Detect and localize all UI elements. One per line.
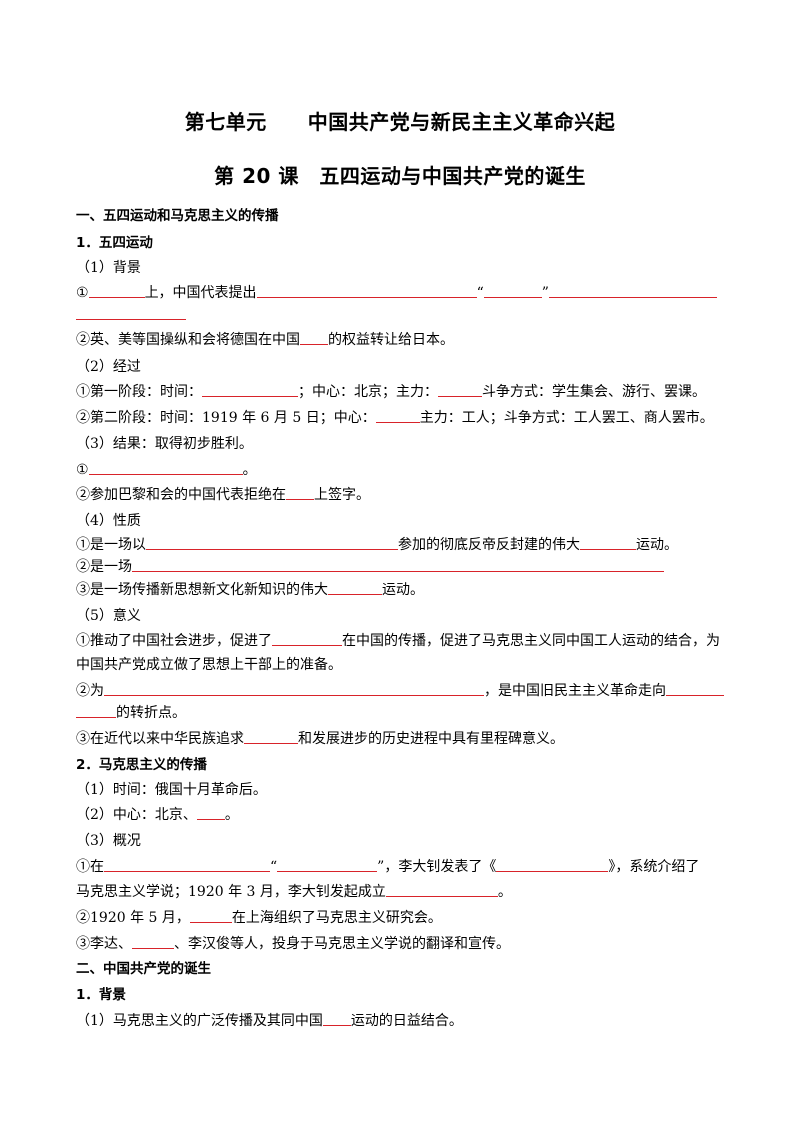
subsection-may-fourth: 1．五四运动	[76, 235, 153, 251]
fill-blank[interactable]	[322, 1011, 351, 1026]
fill-blank[interactable]	[666, 681, 724, 696]
fill-blank[interactable]	[132, 934, 174, 949]
fill-blank[interactable]	[132, 557, 664, 572]
fill-blank[interactable]	[196, 805, 225, 820]
fill-blank[interactable]	[328, 580, 382, 595]
background-item-2: ②英、美等国操纵和会将德国在中国的权益转让给日本。	[76, 330, 454, 348]
overview-item-1: ①在“”，李大钊发表了《》，系统介绍了	[76, 857, 700, 875]
fill-blank[interactable]	[202, 382, 298, 397]
overview-item-2: ②1920 年 5 月，在上海组织了马克思主义研究会。	[76, 908, 442, 926]
significance-item-1-cont: 中国共产党成立做了思想上干部上的准备。	[76, 657, 342, 673]
fill-blank[interactable]	[76, 305, 186, 320]
significance-label: （5）意义	[76, 608, 141, 624]
result-item-1: ①。	[76, 460, 257, 478]
fill-blank[interactable]	[88, 283, 145, 298]
fill-blank[interactable]	[88, 460, 243, 475]
fill-blank[interactable]	[286, 485, 314, 500]
unit-title: 第七单元 中国共产党与新民主主义革命兴起	[184, 110, 616, 134]
fill-blank[interactable]	[496, 857, 609, 872]
nature-item-1: ①是一场以参加的彻底反帝反封建的伟大运动。	[76, 535, 678, 553]
lesson-title: 第 20 课 五四运动与中国共产党的诞生	[214, 164, 586, 188]
fill-blank[interactable]	[277, 857, 378, 872]
fill-blank[interactable]	[256, 283, 477, 298]
fill-blank[interactable]	[438, 382, 482, 397]
fill-blank[interactable]	[76, 703, 116, 718]
background-label: （1）背景	[76, 260, 141, 276]
nature-item-3: ③是一场传播新思想新文化新知识的伟大运动。	[76, 580, 424, 598]
marxism-overview-label: （3）概况	[76, 833, 141, 849]
subsection-background: 1．背景	[76, 987, 126, 1003]
fill-blank[interactable]	[385, 882, 498, 897]
significance-item-3: ③在近代以来中华民族追求和发展进步的历史进程中具有里程碑意义。	[76, 729, 564, 747]
fill-blank[interactable]	[104, 681, 484, 696]
result-item-2: ②参加巴黎和会的中国代表拒绝在上签字。	[76, 485, 370, 503]
process-stage-2: ②第二阶段：时间：1919 年 6 月 5 日；中心：主力：工人；斗争方式：工人…	[76, 408, 714, 426]
marxism-center: （2）中心：北京、。	[76, 805, 239, 823]
nature-item-2: ②是一场	[76, 557, 664, 577]
process-label: （2）经过	[76, 359, 141, 375]
marxism-time: （1）时间：俄国十月革命后。	[76, 782, 267, 798]
result-label: （3）结果：取得初步胜利。	[76, 436, 253, 452]
fill-blank[interactable]	[300, 330, 328, 345]
nature-label: （4）性质	[76, 513, 141, 529]
fill-blank[interactable]	[580, 535, 636, 550]
fill-blank[interactable]	[272, 631, 342, 646]
section-1-heading: 一、五四运动和马克思主义的传播	[76, 208, 279, 224]
process-stage-1: ①第一阶段：时间：；中心：北京；主力：斗争方式：学生集会、游行、罢课。	[76, 382, 706, 400]
overview-item-3: ③李达、、李汉俊等人，投身于马克思主义学说的翻译和宣传。	[76, 934, 510, 952]
fill-blank[interactable]	[189, 908, 232, 923]
fill-blank[interactable]	[548, 283, 717, 298]
fill-blank[interactable]	[244, 729, 298, 744]
subsection-marxism: 2．马克思主义的传播	[76, 757, 207, 773]
significance-item-2-cont: 的转折点。	[76, 703, 186, 723]
fill-blank[interactable]	[146, 535, 398, 550]
fill-blank[interactable]	[375, 408, 420, 423]
fill-blank[interactable]	[104, 857, 270, 872]
party-background-item-1: （1）马克思主义的广泛传播及其同中国运动的日益结合。	[76, 1011, 463, 1029]
overview-item-1-cont: 马克思主义学说；1920 年 3 月，李大钊发起成立。	[76, 882, 512, 900]
fill-blank[interactable]	[483, 283, 542, 298]
significance-item-1: ①推动了中国社会进步，促进了在中国的传播，促进了马克思主义同中国工人运动的结合，…	[76, 631, 720, 649]
section-2-heading: 二、中国共产党的诞生	[76, 961, 211, 977]
background-item-1-cont	[76, 305, 186, 325]
significance-item-2: ②为，是中国旧民主主义革命走向	[76, 681, 724, 701]
